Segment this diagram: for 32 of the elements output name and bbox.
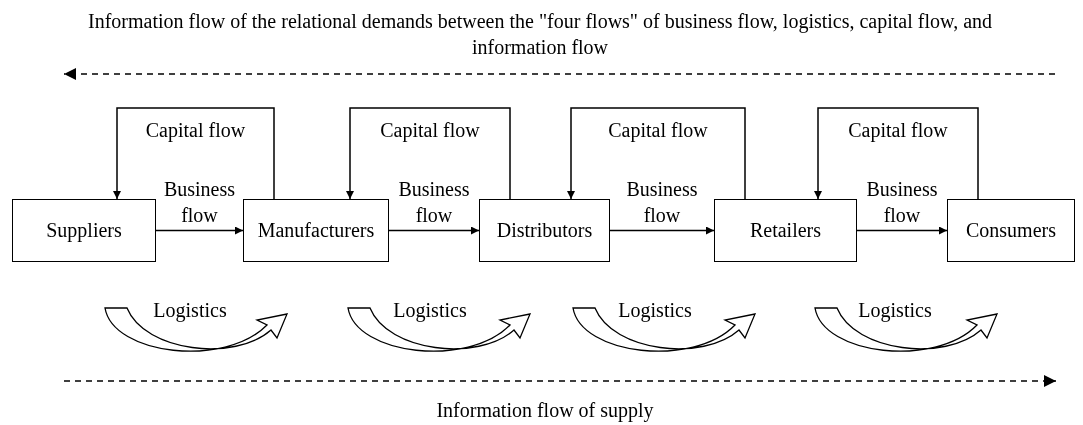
edge-label: Business flow	[397, 177, 471, 228]
node-label: Manufacturers	[257, 219, 375, 242]
process-box	[714, 199, 857, 262]
caption-text: Information flow of supply	[435, 398, 655, 423]
logistics-label: Logistics	[617, 298, 693, 323]
edge-label: Capital flow	[847, 118, 949, 142]
arrow	[856, 226, 948, 235]
edge-label: Business flow	[865, 177, 939, 228]
process-box	[12, 199, 156, 262]
process-box	[947, 199, 1075, 262]
edge-label: Capital flow	[607, 118, 709, 142]
logistics-label: Logistics	[857, 298, 933, 323]
arrow	[155, 226, 244, 235]
edge-label: Business flow	[162, 177, 237, 228]
arrow	[113, 107, 275, 200]
edge-label: Business flow	[625, 177, 699, 228]
logistics-label: Logistics	[152, 298, 228, 323]
arrow	[814, 107, 979, 200]
arrow	[346, 107, 511, 200]
arrow	[609, 226, 715, 235]
edge-label: Capital flow	[379, 118, 481, 142]
edge-label: Capital flow	[144, 118, 247, 142]
node-label: Consumers	[966, 219, 1056, 242]
process-box	[243, 199, 389, 262]
arrow	[388, 226, 480, 235]
node-label: Suppliers	[46, 219, 122, 242]
logistics-label: Logistics	[392, 298, 468, 323]
arrow	[567, 107, 746, 200]
node-label: Distributors	[496, 219, 593, 242]
process-box	[479, 199, 610, 262]
node-label: Retailers	[749, 219, 822, 242]
heading-text: Information flow of the relational demands between the "four flows" of business flow, logistics, capital flow, and information flow	[86, 9, 994, 60]
